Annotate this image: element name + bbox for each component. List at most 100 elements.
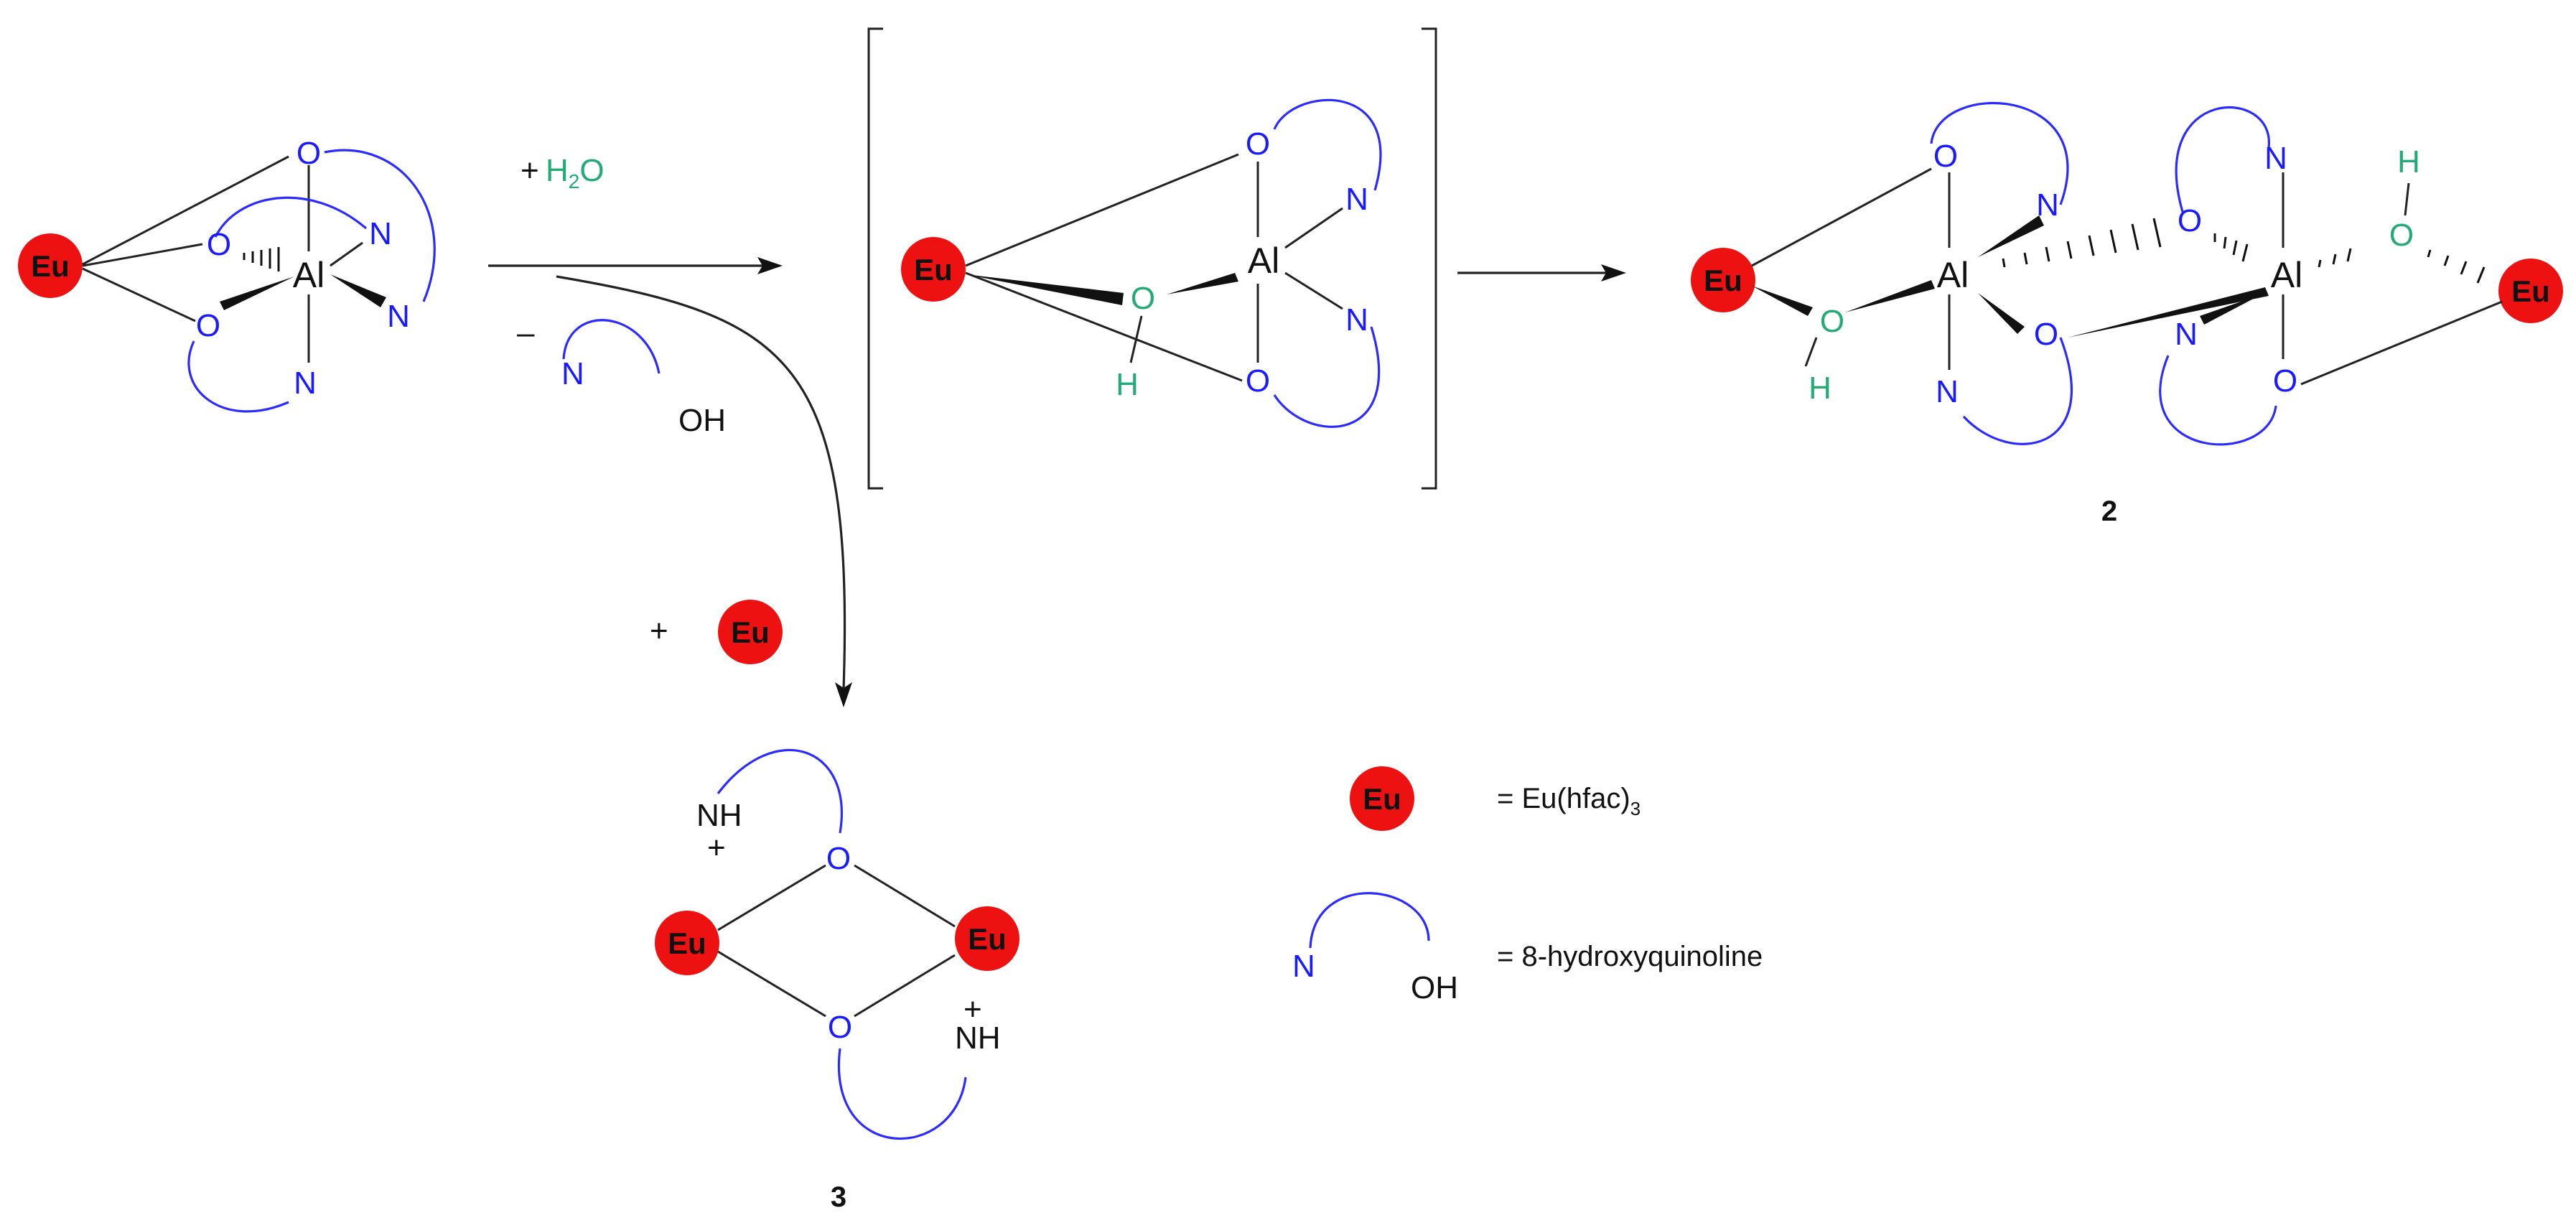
eu-ball-product3-right bbox=[955, 906, 1019, 971]
wedge-bond bbox=[1752, 286, 1813, 316]
hydroxo-h: H bbox=[1809, 371, 1831, 406]
o-atom: O bbox=[1246, 126, 1270, 162]
al-n-bond bbox=[1284, 207, 1343, 249]
eu-o-bond bbox=[82, 267, 196, 322]
al-n-bond bbox=[1284, 271, 1343, 310]
o-atom: O bbox=[2034, 317, 2058, 352]
curved-arrow bbox=[556, 275, 852, 707]
hydroxo-h: H bbox=[1116, 367, 1139, 402]
left-bracket bbox=[867, 27, 883, 490]
reaction-arrow-2 bbox=[1457, 264, 1626, 282]
ligand-arc bbox=[214, 196, 368, 238]
legend-eu-definition: = Eu(hfac) bbox=[1497, 783, 1630, 814]
added-eu: + Eu bbox=[650, 600, 783, 664]
o-atom: O bbox=[2273, 363, 2297, 399]
positive-charge: + bbox=[707, 830, 726, 865]
n-atom: N bbox=[2036, 187, 2059, 223]
legend-hq-definition: = 8-hydroxyquinoline bbox=[1497, 941, 1763, 972]
ligand-arc bbox=[2159, 355, 2277, 446]
oh-group: OH bbox=[678, 403, 726, 438]
n-atom: N bbox=[561, 356, 584, 391]
n-atom: N bbox=[2175, 317, 2198, 352]
compound-number-3: 3 bbox=[831, 1181, 846, 1213]
eu-label-start: Eu bbox=[31, 249, 70, 283]
hashed-bond bbox=[2427, 249, 2486, 284]
legend-eu-ball bbox=[1350, 766, 1414, 831]
eu-ball-intermediate bbox=[901, 237, 966, 302]
eu-label-product3-right: Eu bbox=[968, 922, 1007, 956]
al-atom: Al bbox=[293, 255, 325, 295]
hydroxo-o: O bbox=[1131, 281, 1155, 316]
ligand-arc bbox=[2175, 106, 2270, 213]
eu-o-bond bbox=[965, 153, 1239, 267]
eu-label-product3-left: Eu bbox=[668, 926, 706, 960]
hydroxo-o: O bbox=[2389, 218, 2414, 253]
n-atom: N bbox=[294, 366, 317, 401]
hashed-bond bbox=[2213, 233, 2249, 262]
eu-o-bond bbox=[965, 271, 1243, 382]
n-atom: N bbox=[2264, 141, 2287, 176]
nh-group: NH bbox=[955, 1020, 1001, 1056]
eu-label-product2-right: Eu bbox=[2511, 274, 2550, 308]
ligand-arc bbox=[837, 1048, 967, 1140]
hydroxo-h: H bbox=[2397, 144, 2420, 180]
ligand-arc bbox=[717, 748, 843, 834]
o-atom: O bbox=[826, 841, 851, 876]
n-atom: N bbox=[1345, 302, 1368, 338]
eu-label-intermediate: Eu bbox=[914, 253, 953, 287]
starting-complex: Eu O O O Al N N N bbox=[18, 136, 436, 413]
wedge-bond bbox=[220, 276, 294, 310]
ligand-arc bbox=[1962, 337, 2073, 445]
ligand-arc bbox=[1273, 98, 1382, 191]
wedge-bond bbox=[966, 274, 1124, 305]
o-atom: O bbox=[207, 227, 231, 262]
hydroxo-o: O bbox=[1820, 304, 1844, 339]
eu-o-bond bbox=[82, 155, 289, 266]
o-h-bond bbox=[1129, 315, 1143, 363]
legend-ligand-arc bbox=[1309, 892, 1430, 949]
eu-ball-start bbox=[18, 233, 83, 298]
legend: Eu = Eu(hfac)3 N OH = 8-hydroxyquinoline bbox=[1292, 766, 1763, 1005]
ligand-arc bbox=[324, 149, 436, 302]
o-atom: O bbox=[1933, 139, 1958, 174]
svg-text:= Eu(hfac)3: = Eu(hfac)3 bbox=[1497, 783, 1641, 819]
n-atom: N bbox=[369, 216, 392, 251]
wedge-bond bbox=[2200, 294, 2262, 325]
n-atom: N bbox=[387, 299, 410, 334]
o-atom: O bbox=[196, 308, 220, 343]
wedge-bond bbox=[1845, 280, 1935, 312]
o-atom: O bbox=[2178, 203, 2202, 238]
wedge-bond bbox=[2068, 287, 2269, 338]
nh-group: NH bbox=[696, 798, 742, 833]
hashed-bond bbox=[243, 247, 280, 271]
eu-ball-product2-left bbox=[1691, 248, 1755, 312]
minus-sign: – bbox=[517, 315, 535, 350]
hashed-bond bbox=[2318, 248, 2352, 268]
ligand-arc bbox=[562, 319, 661, 374]
o-atom: O bbox=[297, 136, 321, 171]
plus-sign: + bbox=[521, 153, 539, 188]
eu-ball-product2-right bbox=[2498, 259, 2563, 323]
n-atom: N bbox=[1936, 374, 1959, 409]
ligand-arc bbox=[187, 340, 289, 413]
wedge-bond bbox=[1167, 273, 1238, 294]
n-atom: N bbox=[1345, 182, 1368, 217]
al-atom: Al bbox=[1248, 241, 1279, 281]
ligand-arc bbox=[1273, 326, 1381, 428]
wedge-bond bbox=[330, 274, 386, 307]
wedge-bond bbox=[1978, 215, 2044, 257]
al-atom: Al bbox=[1937, 255, 1969, 295]
product-3-complex: Eu Eu O O NH + + NH 3 bbox=[655, 748, 1019, 1213]
wedge-bond bbox=[1978, 293, 2025, 334]
eu-ball-product3-left bbox=[655, 911, 719, 975]
ligand-arc bbox=[1930, 101, 2069, 205]
intermediate-complex: Eu O Al N N O O H bbox=[867, 27, 1437, 490]
water-o: O bbox=[579, 153, 604, 188]
right-bracket bbox=[1422, 27, 1437, 490]
water-h: H bbox=[546, 153, 569, 188]
compound-number-2: 2 bbox=[2101, 496, 2117, 527]
o-atom: O bbox=[1246, 363, 1270, 399]
water-subscript: 2 bbox=[569, 170, 580, 192]
eu-o-bond bbox=[82, 243, 203, 267]
